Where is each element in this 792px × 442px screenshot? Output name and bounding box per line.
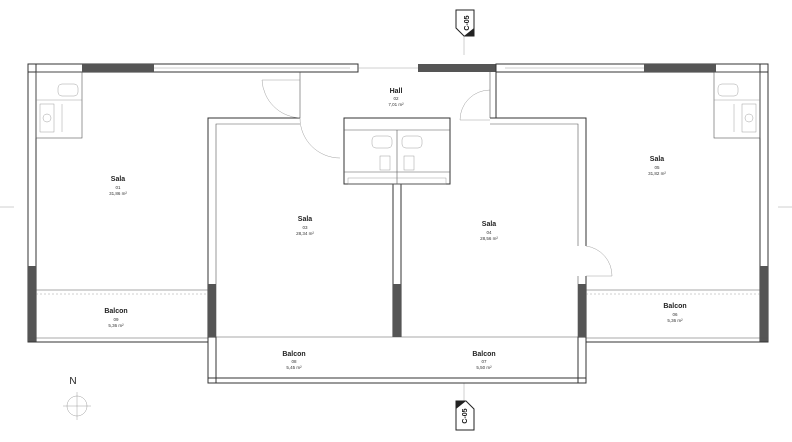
room-number: 04 — [486, 230, 492, 235]
room-name: Sala — [650, 156, 665, 163]
room-number: 02 — [393, 96, 399, 101]
room-label-sala-01: Sala 01 31,86 m² — [109, 176, 127, 196]
room-area: 5,36 m² — [108, 323, 124, 328]
room-name: Balcon — [104, 308, 127, 315]
north-label: N — [69, 376, 76, 387]
room-number: 07 — [481, 359, 487, 364]
room-name: Balcon — [282, 351, 305, 358]
room-name: Balcon — [472, 351, 495, 358]
wc-block-right — [713, 71, 761, 139]
outer-walls — [27, 63, 769, 384]
room-label-balcon-08: Balcon 08 5,45 m² — [282, 351, 305, 370]
section-label-top: C-05 — [464, 15, 471, 30]
room-area: 5,36 m² — [667, 318, 683, 323]
room-number: 06 — [672, 312, 678, 317]
north-arrow: N — [63, 376, 91, 420]
room-label-sala-04: Sala 04 28,56 m² — [480, 221, 498, 241]
room-area: 5,45 m² — [286, 365, 302, 370]
section-marker-bottom: C-05 — [455, 383, 475, 431]
room-label-hall-02: Hall 02 7,01 m² — [388, 88, 404, 107]
room-name: Sala — [482, 221, 497, 228]
wc-block-left — [35, 71, 83, 139]
room-area: 31,82 m² — [648, 171, 666, 176]
wc-block-center — [343, 117, 451, 185]
room-area: 28,56 m² — [480, 236, 498, 241]
room-number: 08 — [291, 359, 297, 364]
room-area: 28,34 m² — [296, 231, 314, 236]
room-name: Balcon — [663, 303, 686, 310]
room-area: 31,86 m² — [109, 191, 127, 196]
room-name: Hall — [390, 88, 403, 95]
room-number: 05 — [654, 165, 660, 170]
room-name: Sala — [111, 176, 126, 183]
section-marker-top: C-05 — [455, 9, 475, 55]
room-label-balcon-09: Balcon 09 5,36 m² — [104, 308, 127, 328]
room-name: Sala — [298, 216, 313, 223]
doors — [261, 79, 613, 277]
room-label-sala-05: Sala 05 31,82 m² — [648, 156, 666, 176]
room-area: 5,50 m² — [476, 365, 492, 370]
room-number: 01 — [115, 185, 121, 190]
room-area: 7,01 m² — [388, 102, 404, 107]
room-label-balcon-06: Balcon 06 5,36 m² — [663, 303, 686, 323]
room-label-sala-03: Sala 03 28,34 m² — [296, 216, 314, 236]
interior-walls — [36, 72, 760, 338]
section-label-bottom: C-05 — [462, 408, 469, 423]
room-number: 09 — [113, 317, 119, 322]
room-number: 03 — [302, 225, 308, 230]
room-label-balcon-07: Balcon 07 5,50 m² — [472, 351, 495, 370]
